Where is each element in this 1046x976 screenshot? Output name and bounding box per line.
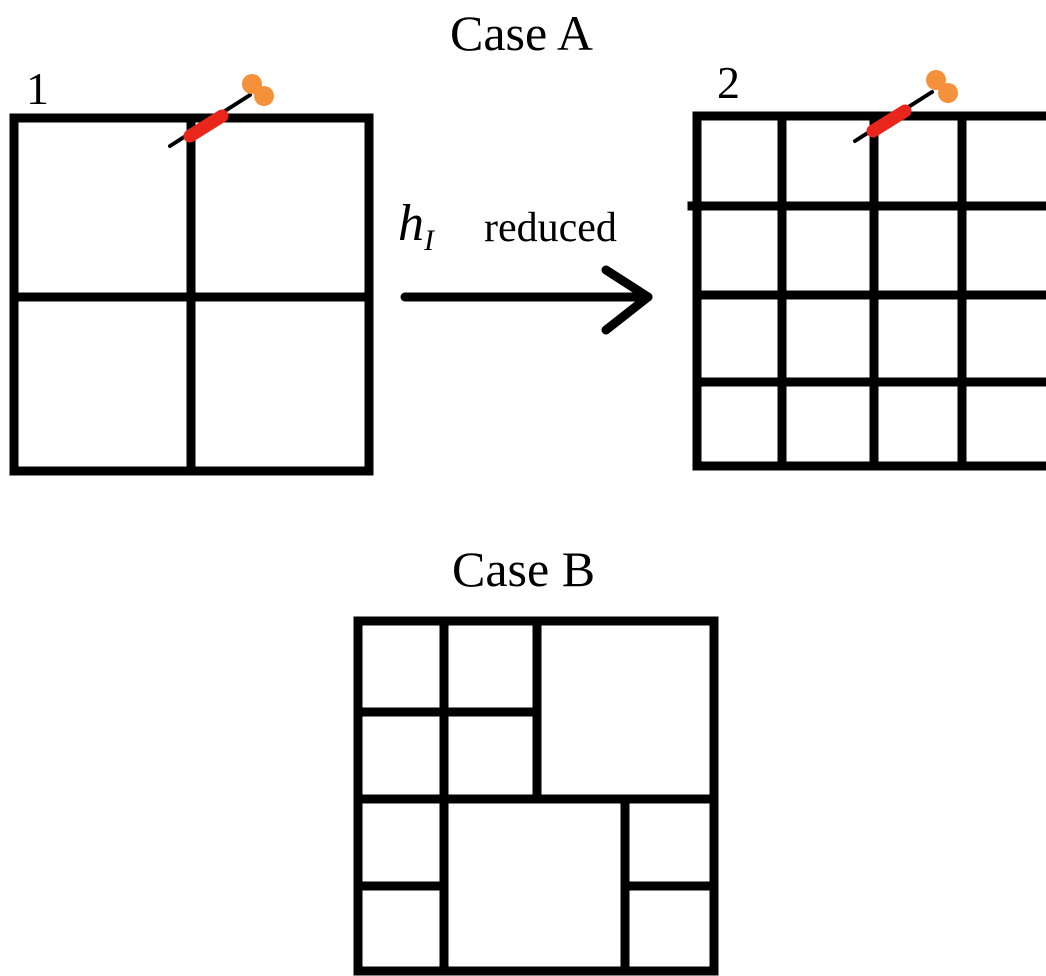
fine-grid-4x4 [687,111,1046,471]
dart-icon [853,70,958,143]
grid-2-label: 2 [717,57,740,108]
refinement-arrow [400,265,653,335]
case-a-title: Case A [450,5,594,61]
arrow-head [601,265,653,335]
mesh-size-symbol: hI [398,198,434,256]
mesh-size-h: h [398,195,424,252]
grid-1-label: 1 [26,63,49,114]
coarse-grid-2x2 [9,113,374,476]
mixed-refinement-grid [353,616,719,976]
arrow-label-reduced: reduced [484,205,617,251]
dart-icon [168,74,274,148]
case-b-title: Case B [452,541,596,597]
mesh-size-subscript: I [424,224,434,257]
